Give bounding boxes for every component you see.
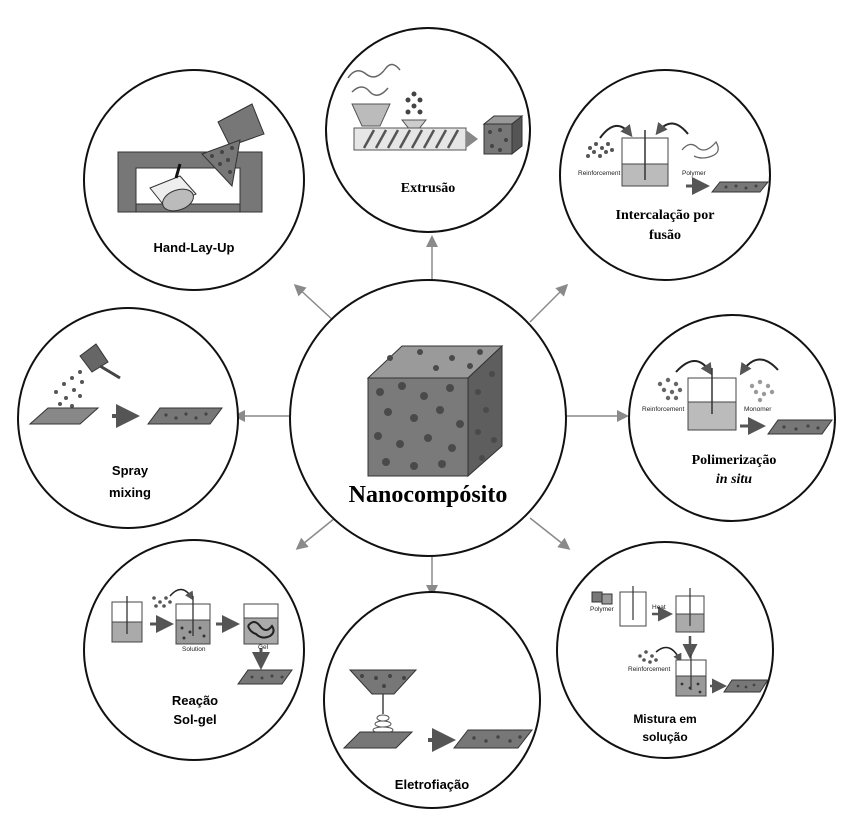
label-hand-lay-up: Hand-Lay-Up [153, 240, 235, 255]
hand-lay-up-illustration [117, 103, 265, 213]
circle-hand-lay-up [83, 69, 305, 291]
circle-sol-gel [83, 539, 305, 761]
nanocomposite-cube [366, 344, 504, 478]
arrow-to-mistura [529, 517, 571, 550]
sol-gel-gel-text: Gel [258, 644, 269, 651]
intercalacao-reinforcement-text: Reinforcement [578, 170, 621, 177]
label-polimerizacao-line2: in situ [715, 472, 753, 487]
label-polimerizacao-line1: Polimerização [691, 453, 777, 468]
intercalacao-polymer-text: Polymer [682, 170, 706, 177]
label-spray-line2: mixing [109, 485, 151, 500]
polimerizacao-reinforcement-text: Reinforcement [642, 406, 685, 413]
eletrofiacao-illustration [342, 669, 534, 752]
mistura-heat-text: Heat [652, 604, 666, 611]
arrow-to-sol-gel [295, 517, 336, 550]
arrow-to-intercalacao [529, 283, 569, 323]
mistura-polymer-text: Polymer [590, 606, 614, 613]
label-intercalacao-line2: fusão [649, 228, 681, 243]
sol-gel-illustration [111, 588, 293, 685]
label-extrusao: Extrusão [400, 181, 456, 196]
polimerizacao-illustration [657, 358, 833, 435]
mistura-reinforcement-text: Reinforcement [628, 666, 671, 673]
mistura-illustration [591, 586, 769, 697]
spray-illustration [28, 343, 223, 428]
intercalacao-illustration [586, 122, 770, 195]
label-mistura-line1: Mistura em [633, 712, 697, 726]
label-eletrofiacao: Eletrofiação [394, 777, 470, 792]
sol-gel-solution-text: Solution [182, 646, 206, 653]
label-mistura-line2: solução [642, 730, 688, 744]
polimerizacao-monomer-text: Monomer [744, 406, 772, 413]
label-sol-gel-line2: Sol-gel [173, 712, 217, 727]
center-label: Nanocompósito [348, 482, 508, 508]
circle-eletrofiacao [323, 591, 541, 809]
label-sol-gel-line1: Reação [171, 693, 219, 708]
label-intercalacao-line1: Intercalação por [615, 208, 715, 223]
extruder-illustration [347, 63, 524, 156]
arrow-to-hand-lay-up [293, 283, 336, 323]
label-spray-line1: Spray [111, 463, 149, 478]
